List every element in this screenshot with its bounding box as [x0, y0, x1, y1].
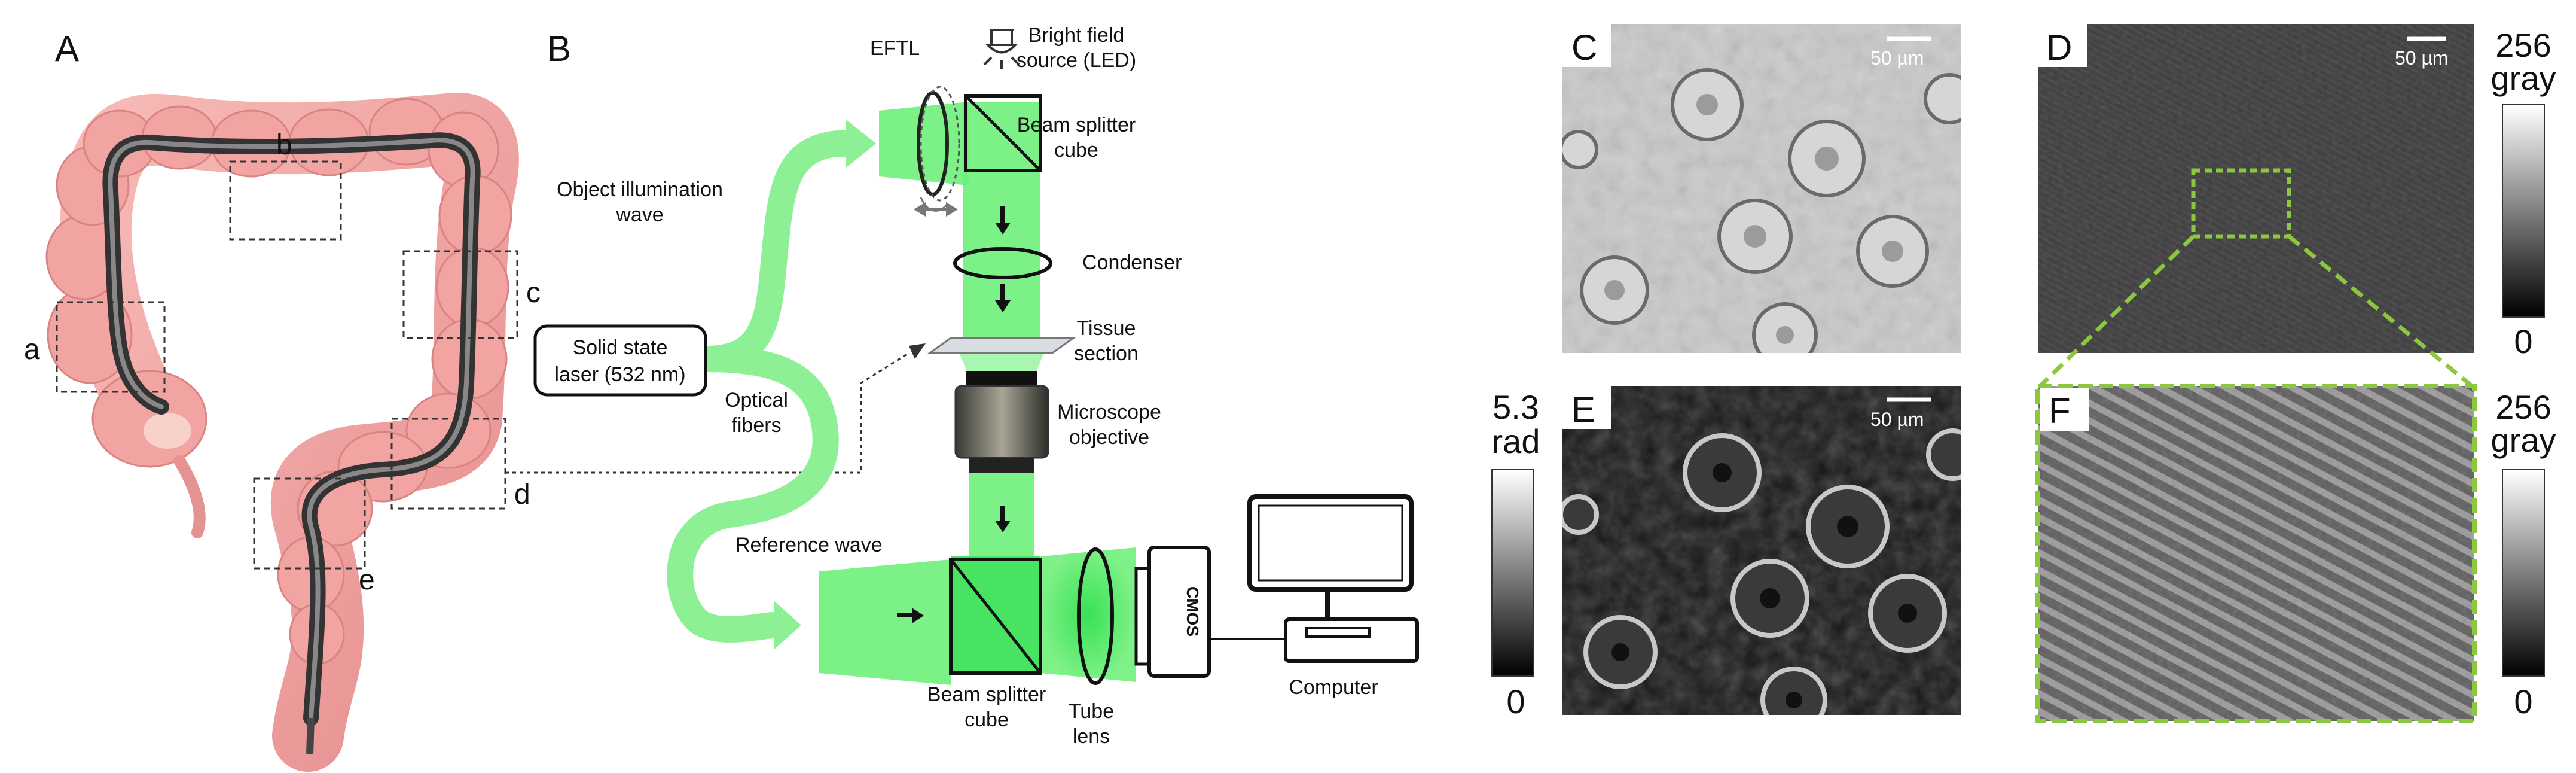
- colorbar-f: [2502, 469, 2545, 677]
- panel-label-f: F: [2049, 391, 2071, 431]
- colorbar-e-max: 5.3: [1493, 388, 1539, 426]
- eftl-lens: [917, 91, 949, 196]
- tube-lens: [1077, 547, 1114, 685]
- label-fibers-2: fibers: [731, 414, 781, 437]
- region-label-a: a: [24, 334, 40, 366]
- beam-direction-arrows: [897, 206, 1011, 623]
- label-objective-1: Microscope: [1057, 401, 1161, 424]
- label-eftl: EFTL: [870, 37, 920, 60]
- combined-beam: [1040, 547, 1136, 682]
- colorbar-d-unit: gray: [2491, 59, 2556, 97]
- panel-label-e: E: [1571, 389, 1595, 430]
- colorbar-e: [1491, 469, 1534, 677]
- label-bright-field-2: source (LED): [1017, 49, 1136, 72]
- optical-setup: CMOS: [533, 29, 1419, 685]
- label-objective-2: objective: [1069, 426, 1149, 449]
- region-box-d: [390, 418, 506, 510]
- label-object-wave-1: Object illumination: [557, 178, 723, 201]
- label-bright-field-1: Bright field: [1028, 24, 1125, 47]
- microscope-objective: [954, 371, 1049, 473]
- panel-d-label-bg: [2038, 24, 2087, 67]
- label-computer: Computer: [1289, 676, 1378, 699]
- panel-label-a: A: [55, 29, 79, 69]
- panel-f-fringe-zoom-image: [2038, 386, 2474, 721]
- label-beam-splitter-bottom-2: cube: [965, 708, 1009, 731]
- zoom-region-box: [2191, 168, 2291, 239]
- region-box-b: [229, 160, 342, 241]
- scale-label-d: 50 µm: [2395, 47, 2449, 69]
- label-condenser: Condenser: [1082, 251, 1182, 274]
- label-tube-lens-2: lens: [1073, 725, 1110, 748]
- beam-splitter-cube-top: [964, 94, 1042, 172]
- region-label-c: c: [526, 277, 541, 309]
- reference-fiber-arrowhead: [774, 601, 801, 649]
- laser-box: [533, 324, 707, 397]
- panel-e-label-bg: [1562, 386, 1611, 429]
- label-laser-2: laser (532 nm): [554, 363, 685, 386]
- panel-c-label-bg: [1562, 24, 1611, 67]
- region-box-a: [56, 301, 166, 393]
- panel-f-frame: [2035, 384, 2477, 723]
- scale-label-c: 50 µm: [1870, 47, 1924, 69]
- beam-splitter-cube-bottom: [949, 558, 1042, 675]
- panel-label-c: C: [1571, 28, 1597, 68]
- condenser-lens: [953, 247, 1052, 279]
- zoom-line-left: [2038, 235, 2195, 388]
- region-label-b: b: [276, 129, 292, 161]
- object-fiber: [692, 130, 868, 372]
- colorbar-f-unit: gray: [2491, 421, 2556, 459]
- label-object-wave-2: wave: [615, 203, 663, 226]
- computer-icon: [1247, 494, 1419, 663]
- region-label-e: e: [359, 564, 375, 596]
- colorbar-e-min: 0: [1506, 683, 1525, 720]
- cmos-camera-icon: CMOS: [1134, 546, 1211, 678]
- reference-fiber: [667, 346, 839, 643]
- camera-label: CMOS: [1183, 586, 1202, 637]
- panel-e-phase-image: [1562, 386, 1961, 715]
- object-fiber-arrowhead: [846, 120, 876, 168]
- region-label-d: d: [514, 479, 530, 510]
- sample-link-arrow: [505, 352, 909, 474]
- panel-c-brightfield-image: [1562, 24, 1961, 353]
- colorbar-e-unit: rad: [1492, 422, 1540, 460]
- label-reference-wave: Reference wave: [735, 534, 883, 556]
- panel-label-d: D: [2046, 28, 2072, 68]
- panel-d-hologram-image: [2038, 24, 2474, 353]
- endoscope-cable: [306, 717, 315, 754]
- label-tissue-2: section: [1074, 342, 1139, 365]
- label-beam-splitter-top-2: cube: [1054, 139, 1098, 162]
- panel-label-b: B: [547, 29, 571, 69]
- label-laser-1: Solid state: [573, 336, 668, 359]
- reference-beam: [819, 559, 951, 685]
- label-beam-splitter-bottom-1: Beam splitter: [927, 683, 1046, 706]
- colon-region-boxes: [56, 160, 518, 570]
- region-box-e: [253, 477, 366, 570]
- tissue-section-slide: [927, 337, 1076, 354]
- colorbar-d: [2502, 104, 2545, 318]
- colorbar-d-max: 256: [2495, 26, 2551, 64]
- panel-f-label-bg: [2040, 388, 2089, 431]
- label-tube-lens-1: Tube: [1069, 700, 1114, 723]
- led-source-icon: [983, 29, 1020, 69]
- colorbar-f-min: 0: [2514, 683, 2532, 720]
- scale-label-e: 50 µm: [1870, 409, 1924, 430]
- colorbar-f-max: 256: [2495, 388, 2551, 426]
- colon-illustration: [45, 92, 519, 772]
- label-fibers-1: Optical: [725, 389, 788, 412]
- colorbar-d-min: 0: [2514, 322, 2532, 360]
- label-beam-splitter-top-1: Beam splitter: [1017, 114, 1136, 136]
- region-box-c: [402, 250, 518, 339]
- label-tissue-1: Tissue: [1077, 317, 1136, 340]
- sample-link-arrowhead: [909, 343, 926, 359]
